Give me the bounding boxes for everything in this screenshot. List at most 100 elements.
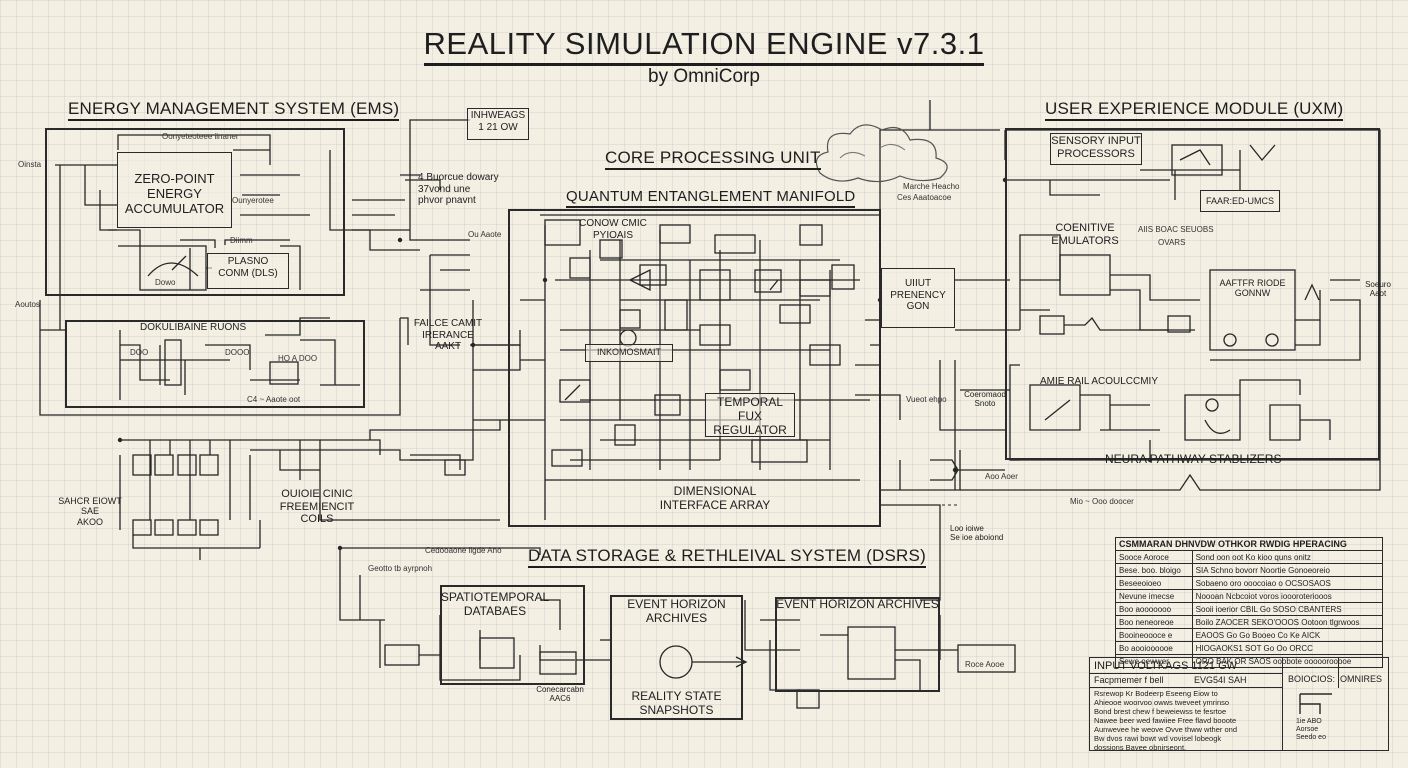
distribution-frame [65, 320, 365, 408]
cloud-illustration [815, 124, 948, 183]
title-block-stamp: 1ie ABO Aorsoe Seedo eo [1296, 718, 1326, 741]
shield-label: SAHCR EIOWT SAE AKOO [58, 496, 122, 527]
spec-parameter: Booineoooce e [1115, 628, 1193, 642]
ems-heading: ENERGY MANAGEMENT SYSTEM (EMS) [68, 99, 400, 121]
spec-parameter: Beseeoioeo [1115, 576, 1193, 590]
spec-table-header: CSMMARAN DHNVDW OTHKOR RWDIG HPERACING [1115, 537, 1383, 551]
spec-value: Sond oon oot Ko kioo quns onitz [1191, 550, 1384, 564]
note-mod: Aoo Aoer [985, 472, 1018, 481]
input-voltage-label: INHWEAGS 1 21 OW [470, 110, 526, 133]
note-ems-right: Ounyerotee [232, 196, 274, 205]
core-processing-frame [508, 209, 881, 527]
note-dsrs: Geotto tb ayrpnoh [368, 564, 433, 573]
note-wiring: Vueot ehpo [906, 395, 947, 404]
temporal-flux-regulator [705, 393, 795, 437]
omnicorp-logo-icon [1299, 693, 1332, 714]
reality-snapshots-label: REALITY STATE SNAPSHOTS [631, 689, 722, 717]
note-doo: DOO [130, 348, 149, 357]
event-horizon-right-label: EVENT HORIZON ARCHIVES [776, 597, 939, 611]
spec-parameter: Sooce Aoroce [1115, 550, 1193, 564]
note-cable: Mio ~ Ooo doocer [1070, 497, 1134, 506]
title-block-company: OMNIRES [1340, 674, 1383, 684]
dsrs-event-horizon-frame [610, 595, 743, 720]
plasma-unit-label: PLASNO CONM (DLS) [218, 256, 278, 279]
spec-value: Sobaeno oro ooocoiao o OCSOSAOS [1191, 576, 1384, 590]
spec-value: Noooan Ncbcoiot voros ioooroteriooos [1191, 589, 1384, 603]
spec-value: SIA Schno bovorr Noortie Gonoeoreio [1191, 563, 1384, 577]
diagram-title: REALITY SIMULATION ENGINE v7.3.1 [0, 26, 1408, 66]
note-cpu-left: Ou Aaote [468, 230, 502, 239]
cognitive-note: AIIS BOAC SEUOBS [1138, 225, 1214, 234]
note-right: Soeuro Aaot [1365, 280, 1391, 299]
title-block-row2-left: Facpmemer f bell [1094, 675, 1164, 685]
sensory-input-label: SENSORY INPUT PROCESSORS [1051, 135, 1141, 160]
note-ho-a: HO A DOO [278, 354, 318, 363]
flux-compensator-label: INKOMOSMAIT [596, 347, 661, 357]
spec-value: HIOGAOKS1 SOT Go Oo ORCC [1191, 641, 1384, 655]
note-dowo: Dowo [155, 278, 176, 287]
neural-stabilizers-label: NEURA PATHWAY STABLIZERS [1105, 452, 1282, 466]
input-frequency-generator [881, 268, 955, 328]
dsrs-spatiotemporal-frame [440, 585, 585, 685]
diagram-subtitle: by OmniCorp [648, 66, 760, 87]
note-cpu-right: Marche Heacho [903, 182, 960, 191]
cognitive-emulators-label: COENITIVE EMULATORS [1051, 222, 1119, 247]
dsrs-heading: DATA STORAGE & RETHLEIVAL SYSTEM (DSRS) [528, 546, 926, 568]
quantum-coils-label: OUIOIE CINIC FREEMIENCIT COILS [279, 488, 355, 526]
zero-point-accumulator-label: ZERO-POINT ENERGY ACCUMULATOR [124, 171, 225, 216]
ems-frame [45, 128, 345, 296]
note-lower: Loo ioiwe Se ioe aboiond [950, 524, 1004, 543]
core-assembly-label: Conecarcabn AAC6 [536, 685, 584, 704]
fabricated-unit [1200, 190, 1280, 212]
note-ceo: C4 ~ Aaote oot [247, 395, 301, 404]
spec-parameter: Nevune imecse [1115, 589, 1193, 603]
cpu-heading: CORE PROCESSING UNIT [605, 148, 821, 170]
note-left-side: Aoutos [15, 300, 40, 309]
qem-heading: QUANTUM ENTANGLEMENT MANIFOLD [566, 188, 856, 208]
note-dimm: Diimm [230, 236, 253, 245]
uxm-heading: USER EXPERIENCE MODULE (UXM) [1045, 99, 1344, 121]
failsafe-label: FAILCE CAMIT IRERANCE AAKT [413, 318, 483, 352]
title-block-body: Rsrewop Kr Bodeerp Eseeng Eiow to Ahieoo… [1094, 689, 1237, 752]
title-block: INPUT VOLTKAGS 1121 GW Facpmemer f bell … [1089, 657, 1389, 752]
spec-value: EAOOS Go Go Booeo Co Ke AICK [1191, 628, 1384, 642]
ambient-assembly-label: AMIE RAIL ACOULCCMIY [1040, 376, 1158, 387]
title-block-row2-right: EVG54I SAH [1194, 675, 1247, 685]
dimensional-array-label: DIMENSIONAL INTERFACE ARRAY [659, 484, 771, 512]
input-frequency-label: UIIUT PRENENCY GON [890, 278, 946, 312]
temporal-flux-regulator-label: TEMPORAL FUX REGULATOR [713, 395, 787, 437]
note-output: Roce Aooe [965, 660, 1005, 669]
specification-table: CSMMARAN DHNVDW OTHKOR RWDIG HPERACING S… [1115, 537, 1384, 668]
audio-node-label: AAFTFR RIODE GONNW [1219, 278, 1286, 299]
spec-value: Sooii ioerior CBIL Go SOSO CBANTERS [1191, 602, 1384, 616]
conversion-photons-label: CONOW CMIC PYIOAIS [579, 218, 647, 241]
plasma-unit [207, 253, 289, 289]
title-block-code: BOIOCIOS: [1288, 674, 1336, 684]
note-dooo: DOOO [225, 348, 250, 357]
distribution-label: DOKULIBAINE RUONS [140, 322, 247, 333]
zero-point-accumulator [117, 152, 232, 228]
note-oinsta: Oinsta [18, 160, 42, 169]
note-cpu-right-2: Ces Aaatoacoe [897, 193, 952, 202]
note-dsrs-2: Cedooaone iigde Ano [425, 546, 502, 555]
uxm-frame [1005, 128, 1380, 460]
note-ambient: Coeromaod Snoto [964, 390, 1006, 409]
flux-compensator [585, 344, 673, 362]
sensory-input-processors [1050, 133, 1142, 165]
input-voltage-box [467, 108, 529, 140]
fabricated-unit-label: FAAR:ED-UMCS [1205, 196, 1274, 206]
cognitive-ovars: OVARS [1158, 238, 1186, 247]
dsrs-archives-frame [775, 597, 940, 692]
spec-parameter: Boo neneoreoe [1115, 615, 1193, 629]
input-voltage-note: 4 Buorcue dowary 37vond une phvor pnavnt [418, 172, 499, 206]
note-ems-top: Oonyeteoteee iinaner [162, 132, 239, 141]
spatiotemporal-db-label: SPATIOTEMPORAL DATABAES [440, 590, 550, 618]
